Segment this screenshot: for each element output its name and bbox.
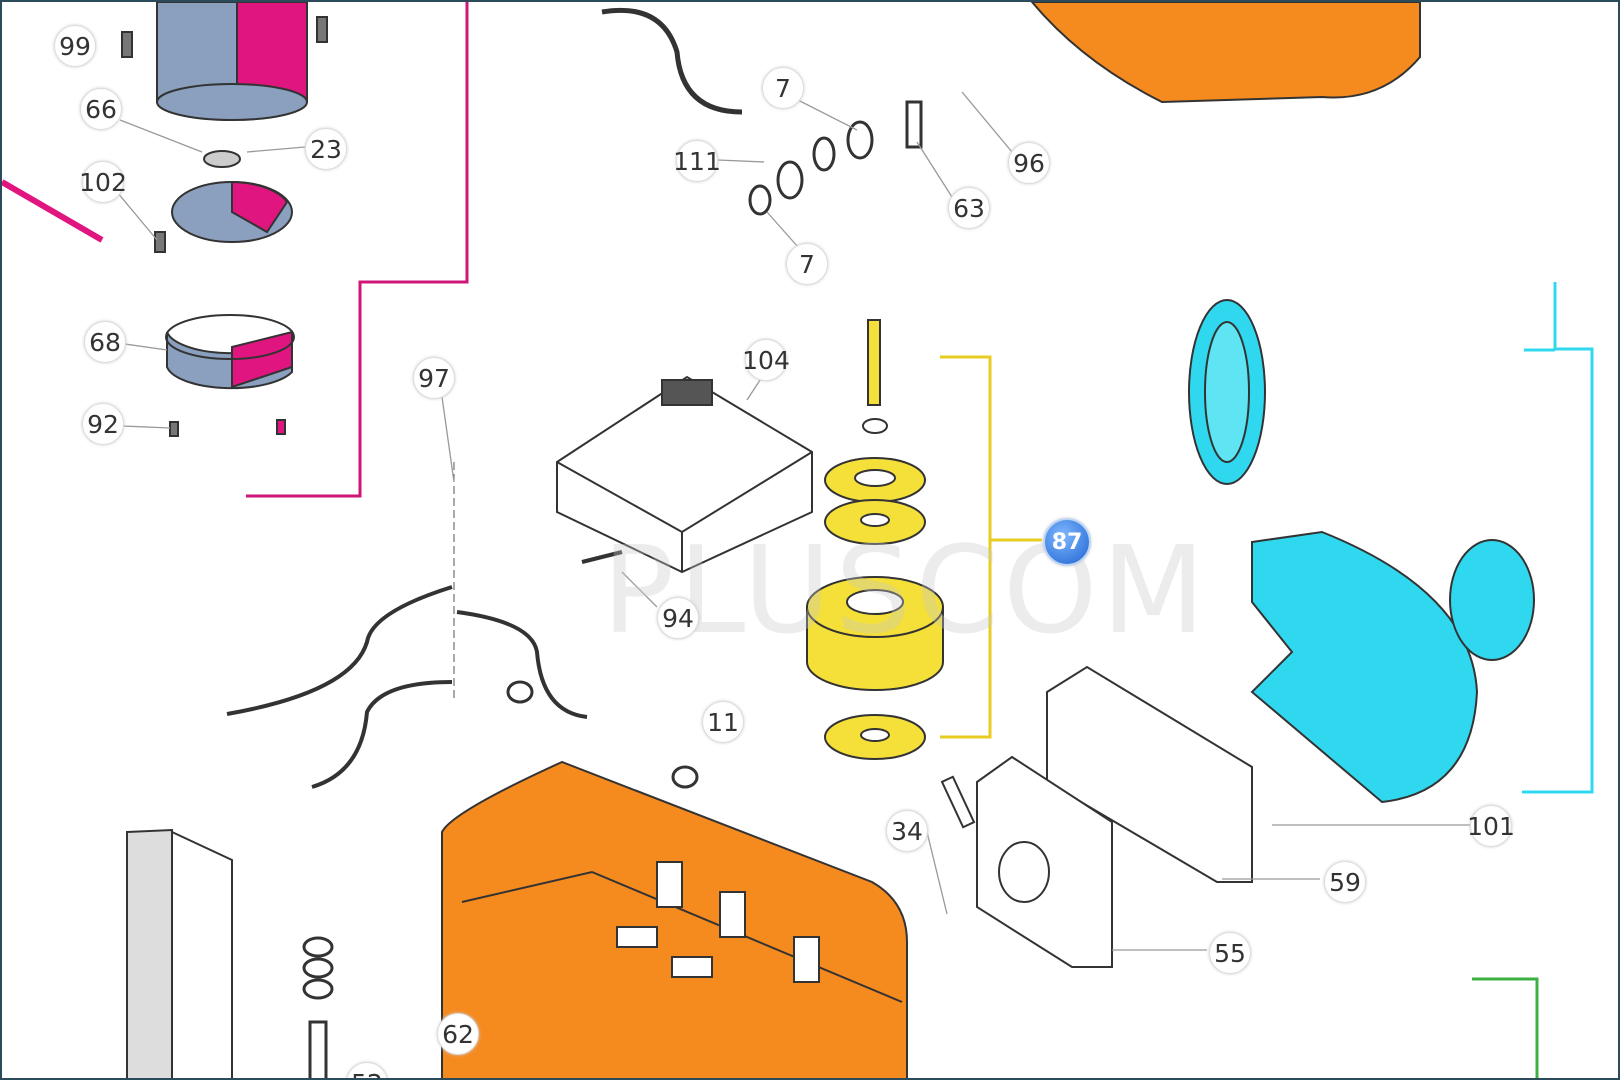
callout-63[interactable]: 63 (948, 187, 990, 229)
capacitor-part (806, 319, 944, 760)
callout-68[interactable]: 68 (84, 321, 126, 363)
motor-part (121, 2, 328, 437)
control-board-part (556, 375, 813, 574)
electronics-group-bracket (940, 355, 992, 739)
fan-group-bracket (1522, 282, 1594, 794)
mounting-plate-part (940, 665, 1253, 968)
callout-34[interactable]: 34 (886, 810, 928, 852)
callout-111[interactable]: 111 (673, 140, 721, 182)
callout-96[interactable]: 96 (1008, 142, 1050, 184)
washers-part (302, 936, 334, 1078)
callout-11[interactable]: 11 (702, 701, 744, 743)
fan-cover-part (1188, 299, 1535, 804)
callout-104[interactable]: 104 (742, 339, 790, 381)
wires-part (226, 585, 588, 789)
callout-23[interactable]: 23 (305, 128, 347, 170)
callout-99[interactable]: 99 (54, 25, 96, 67)
cable-part (601, 7, 743, 115)
lower-group-bracket (1472, 977, 1539, 1078)
leader-lines (116, 91, 1472, 951)
post-part (126, 828, 233, 1078)
callout-59[interactable]: 59 (1324, 861, 1366, 903)
callout-92[interactable]: 92 (82, 403, 124, 445)
callout-102[interactable]: 102 (79, 161, 127, 203)
motor-group-bracket (246, 2, 469, 498)
callout-55[interactable]: 55 (1209, 932, 1251, 974)
callout-94[interactable]: 94 (657, 597, 699, 639)
rings-part (748, 100, 923, 216)
callout-87-selected[interactable]: 87 (1043, 518, 1091, 566)
callout-101[interactable]: 101 (1467, 805, 1515, 847)
watermark: PLUSCOM (602, 522, 1210, 661)
callout-66[interactable]: 66 (80, 88, 122, 130)
top-cover-part (1030, 2, 1421, 104)
housing-part (441, 760, 908, 1078)
callout-7-top[interactable]: 7 (762, 67, 804, 109)
callout-97[interactable]: 97 (413, 357, 455, 399)
callout-7-bottom[interactable]: 7 (786, 243, 828, 285)
callout-62[interactable]: 62 (437, 1013, 479, 1055)
